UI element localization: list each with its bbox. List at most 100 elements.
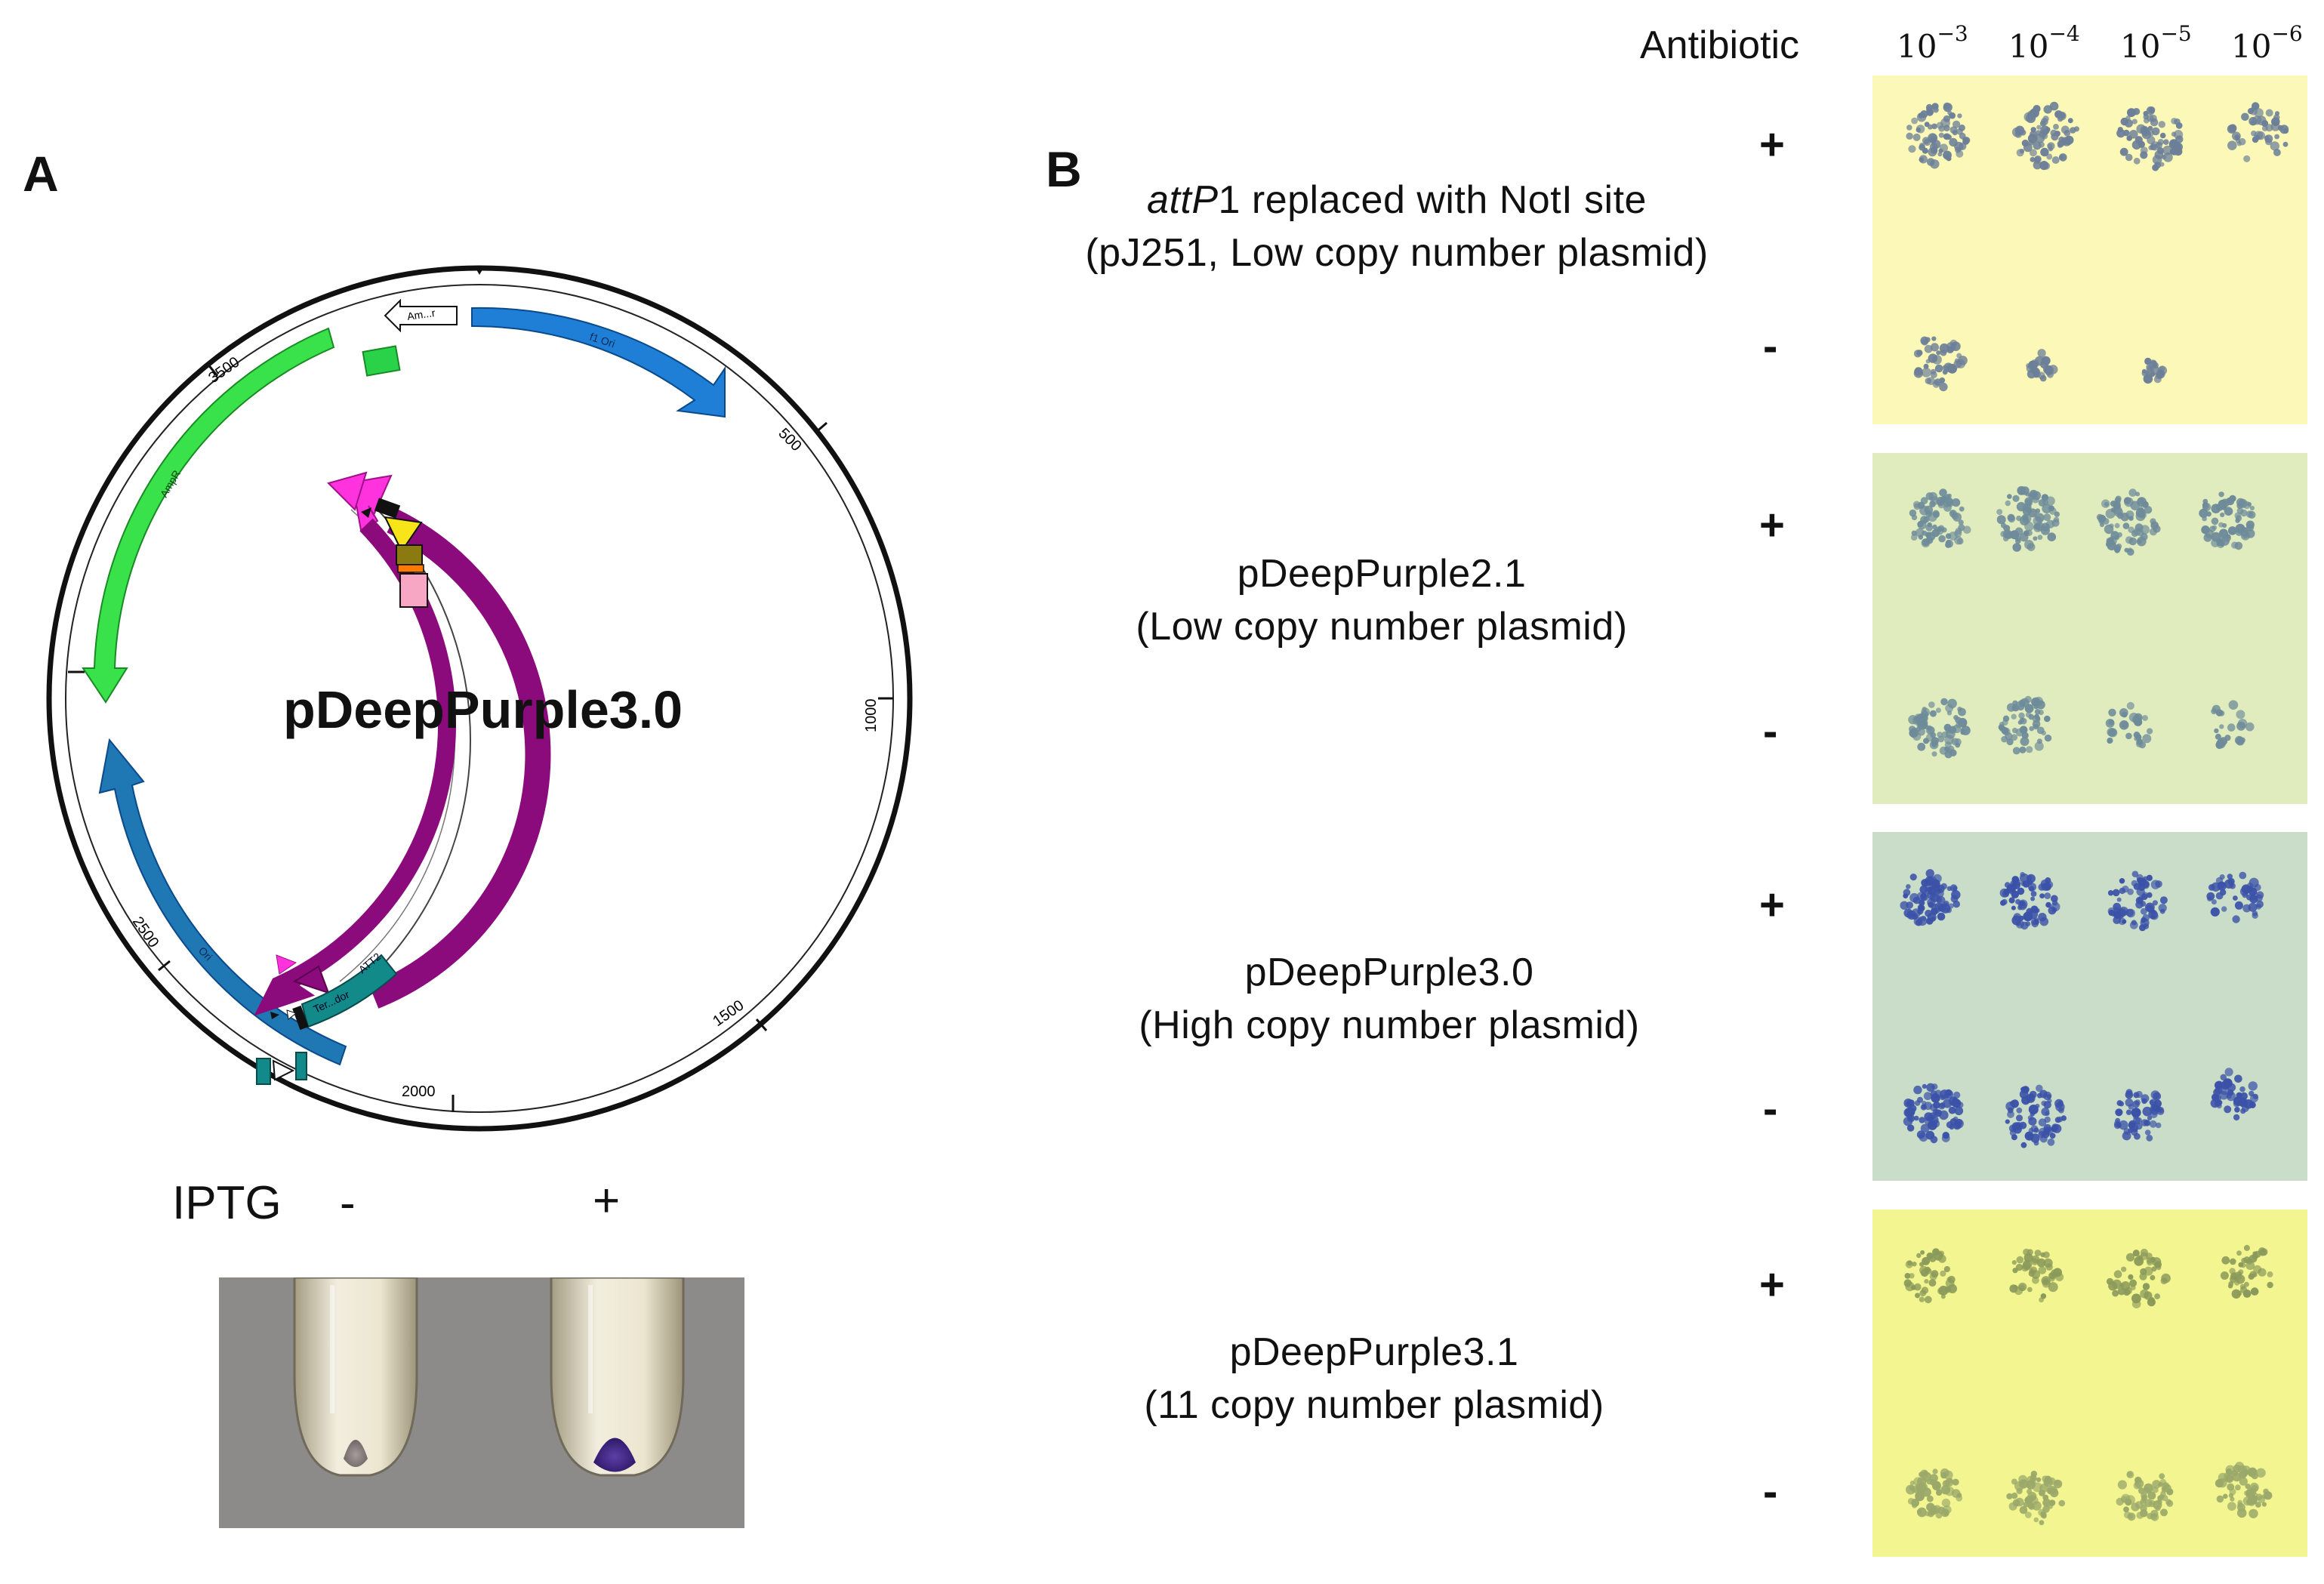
- colony-dot: [2051, 156, 2060, 164]
- colony-dot: [1921, 538, 1931, 548]
- colony-spot: [2005, 1084, 2067, 1148]
- colony-dot: [2038, 141, 2045, 148]
- colony-dot: [2157, 365, 2168, 375]
- colony-dot: [2236, 1508, 2247, 1518]
- colony-dot: [1943, 1505, 1952, 1515]
- colony-dot: [2019, 149, 2025, 154]
- colony-dot: [2042, 1498, 2051, 1507]
- colony-dot: [1944, 497, 1950, 502]
- colony-dot: [2122, 919, 2127, 924]
- colony-dot: [2043, 1477, 2053, 1487]
- colony-dot: [1903, 893, 1909, 898]
- colony-dot: [2227, 877, 2235, 886]
- colony-dot: [1920, 1123, 1930, 1133]
- row-4-plus: +: [1759, 1260, 1785, 1309]
- colony-dot: [1917, 916, 1928, 926]
- colony-dot: [2239, 1086, 2245, 1092]
- colony-dot: [2016, 1487, 2023, 1495]
- colony-dot: [2225, 1465, 2235, 1475]
- colony-spot: [2210, 1068, 2259, 1121]
- colony-dot: [1931, 123, 1937, 130]
- colony-dot: [2147, 125, 2153, 131]
- colony-spot: [2141, 357, 2168, 384]
- colony-dot: [1928, 1279, 1937, 1287]
- colony-dot: [2140, 1268, 2147, 1275]
- colony-dot: [1949, 726, 1957, 734]
- colony-dot: [1932, 524, 1937, 530]
- colony-dot: [2155, 141, 2162, 149]
- colony-dot: [2245, 520, 2255, 529]
- colony-dot: [2255, 1502, 2261, 1508]
- colony-dot: [2131, 920, 2137, 926]
- colony-dot: [2008, 883, 2017, 892]
- colony-dot: [2121, 1266, 2127, 1272]
- colony-dot: [1962, 525, 1971, 534]
- colony-dot: [1916, 125, 1925, 134]
- colony-dot: [2011, 734, 2018, 741]
- iptg-minus: -: [340, 1177, 356, 1229]
- colony-dot: [2133, 1092, 2140, 1099]
- iptg-label: IPTG: [172, 1177, 282, 1229]
- colony-dot: [2036, 1092, 2042, 1099]
- colony-dot: [2229, 1268, 2236, 1274]
- colony-dot: [2261, 1493, 2267, 1499]
- colony-dot: [1940, 1472, 1947, 1479]
- colony-dot: [2009, 1101, 2015, 1106]
- colony-dot: [2105, 508, 2116, 519]
- colony-dot: [2140, 1499, 2147, 1506]
- colony-dot: [1945, 1478, 1954, 1487]
- colony-dot: [2016, 501, 2027, 512]
- tube-right: [550, 1277, 685, 1477]
- colony-dot: [2237, 719, 2248, 729]
- colony-dot: [1913, 1283, 1922, 1291]
- colony-dot: [2000, 531, 2007, 538]
- colony-dot: [2131, 1293, 2141, 1304]
- colony-dot: [2028, 1270, 2035, 1277]
- colony-dot: [1934, 889, 1944, 898]
- colony-dot: [1928, 492, 1937, 501]
- colony-dot: [2043, 513, 2051, 522]
- colony-dot: [2046, 519, 2055, 529]
- colony-dot: [2221, 1256, 2230, 1265]
- colony-dot: [1931, 879, 1940, 889]
- colony-dot: [2234, 512, 2242, 519]
- colony-dot: [1906, 1101, 1912, 1107]
- colony-dot: [2024, 497, 2033, 506]
- panel-b-letter: B: [1046, 141, 1082, 197]
- colony-dot: [2248, 1254, 2258, 1263]
- colony-dot: [2235, 518, 2240, 523]
- colony-dot: [2027, 1287, 2033, 1293]
- colony-dot: [2149, 1120, 2157, 1128]
- colony-dot: [1954, 1106, 1964, 1116]
- colony-dot: [2128, 488, 2137, 497]
- colony-dot: [1952, 498, 1961, 507]
- colony-dot: [1939, 1102, 1946, 1108]
- colony-dot: [2221, 498, 2230, 507]
- colony-dot: [2144, 1120, 2150, 1126]
- colony-dot: [2222, 522, 2227, 529]
- colony-dot: [2242, 892, 2248, 898]
- colony-dot: [2031, 366, 2037, 371]
- colony-dot: [1912, 1262, 1917, 1267]
- colony-dot: [1962, 137, 1971, 144]
- colony-dot: [1921, 1287, 1929, 1294]
- row-3-plus: +: [1759, 880, 1785, 929]
- plasmid-map: 500 1000 1500 2000 2500 3000 3500 f1 Ori…: [46, 265, 913, 1132]
- colony-dot: [1958, 524, 1965, 532]
- green-feature-box: [362, 345, 401, 377]
- colony-dot: [1906, 132, 1913, 140]
- colony-dot: [2163, 153, 2173, 162]
- colony-dot: [2028, 886, 2035, 892]
- colony-dot: [1940, 883, 1947, 890]
- colony-dot: [2150, 1090, 2160, 1099]
- colony-dot: [2119, 147, 2128, 156]
- colony-dot: [2140, 146, 2148, 155]
- colony-dot: [2024, 695, 2032, 704]
- colony-dot: [2029, 1496, 2039, 1505]
- colony-dot: [2149, 1099, 2154, 1105]
- colony-spot: [2011, 101, 2079, 171]
- colony-dot: [2160, 1277, 2168, 1285]
- black-bar: [292, 1005, 309, 1031]
- colony-dot: [2227, 1502, 2236, 1511]
- colony-dot: [1920, 893, 1927, 899]
